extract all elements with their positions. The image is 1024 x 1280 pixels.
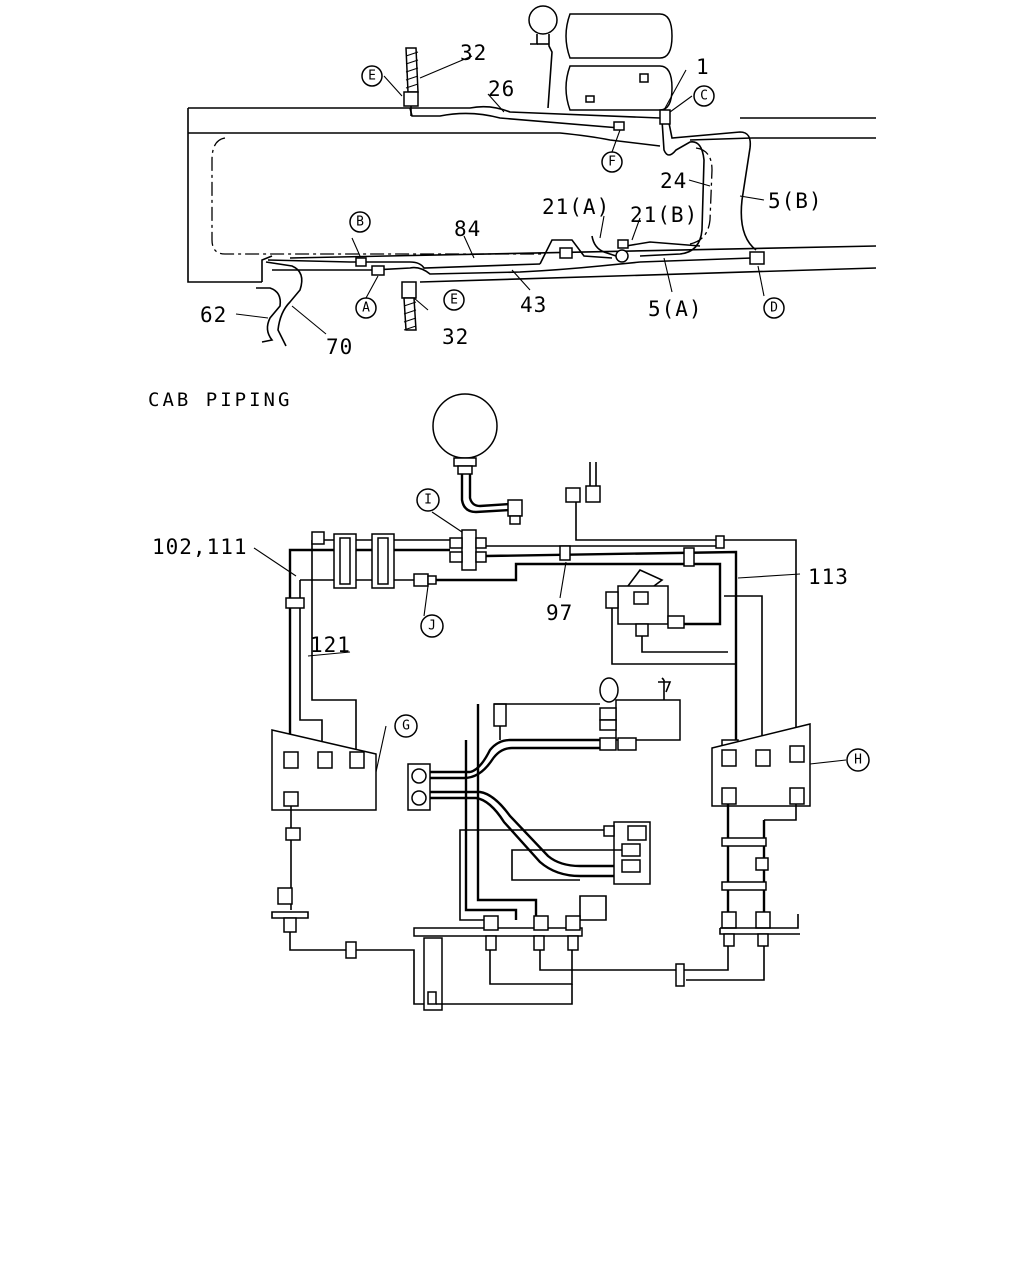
cab-valve-block-left — [407, 738, 622, 878]
section-title: CAB PIPING — [148, 389, 292, 411]
air-tanks — [528, 5, 673, 111]
callout-d: D — [763, 297, 785, 319]
label-113: 113 — [808, 565, 849, 589]
label-97: 97 — [546, 601, 573, 625]
svg-text:I: I — [424, 493, 432, 508]
callout-a: A — [355, 297, 377, 319]
cab-relay-valve-113 — [605, 569, 736, 665]
cab-small-valve — [459, 821, 651, 921]
label-21a: 21(A) — [542, 195, 610, 219]
label-5a: 5(A) — [648, 297, 703, 321]
svg-text:C: C — [700, 89, 708, 104]
label-43: 43 — [520, 293, 547, 317]
label-26: 26 — [488, 77, 515, 101]
cab-top-fitting — [565, 462, 797, 750]
cab-control-valve — [599, 677, 681, 751]
svg-text:E: E — [368, 69, 376, 84]
cab-valve-i — [449, 529, 487, 571]
svg-text:E: E — [450, 293, 458, 308]
callout-f: F — [601, 151, 623, 173]
label-32-top: 32 — [460, 41, 487, 65]
label-32-bottom: 32 — [442, 325, 469, 349]
cab-vertical-lines — [464, 703, 607, 921]
label-102-111: 102,111 — [152, 535, 248, 559]
callout-i: I — [416, 488, 440, 512]
cab-gauge — [432, 393, 523, 525]
cab-tank-h — [686, 723, 811, 981]
svg-text:F: F — [608, 155, 616, 170]
label-62: 62 — [200, 303, 227, 327]
svg-text:A: A — [362, 301, 370, 316]
hose-32-bottom — [401, 281, 417, 331]
callout-b: B — [349, 211, 371, 233]
svg-text:G: G — [402, 719, 410, 734]
callout-e-bottom: E — [443, 289, 465, 311]
cab-manifold-bottom — [413, 915, 729, 1011]
svg-text:B: B — [356, 215, 364, 230]
cab-tank-g — [271, 729, 424, 1005]
callout-g: G — [394, 714, 418, 738]
label-24: 24 — [660, 169, 687, 193]
label-5b: 5(B) — [768, 189, 823, 213]
cab-leader-lines — [253, 511, 847, 773]
svg-text:H: H — [854, 753, 862, 768]
svg-text:D: D — [770, 301, 778, 316]
label-21b: 21(B) — [630, 203, 698, 227]
svg-text:J: J — [428, 619, 436, 634]
callout-h: H — [846, 748, 870, 772]
label-70: 70 — [326, 335, 353, 359]
chassis-pipes — [235, 55, 765, 347]
callout-j: J — [420, 614, 444, 638]
label-1: 1 — [696, 55, 710, 79]
label-84: 84 — [454, 217, 481, 241]
label-121: 121 — [310, 633, 351, 657]
callout-c: C — [693, 85, 715, 107]
hose-32-top — [403, 47, 419, 116]
cab-cylinders — [311, 531, 395, 589]
chassis-frame — [187, 105, 877, 283]
cab-main-lines — [285, 535, 763, 760]
callout-e-top: E — [361, 65, 383, 87]
